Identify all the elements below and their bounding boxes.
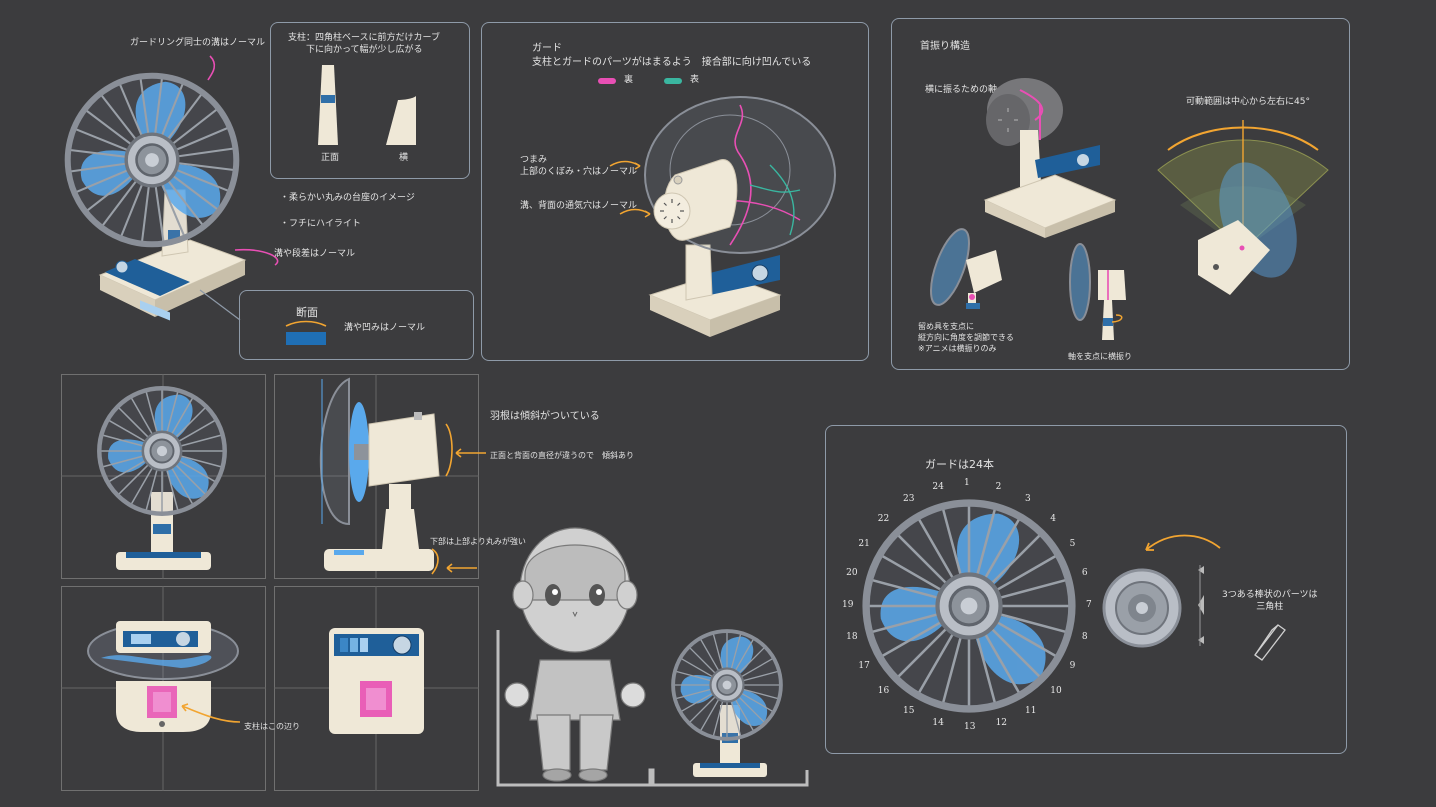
guard-number: 19 [842,600,854,610]
fan-back-illustration [644,96,836,337]
note-axis-swing: 軸を支点に横振り [1068,352,1132,361]
triangular-prism-icon [1254,624,1286,661]
tilt-fan-illustration [930,228,1002,309]
guard-number: 8 [1081,631,1088,642]
note-edge-highlight: ・フチにハイライト [280,219,361,229]
guard-number: 12 [995,717,1008,728]
guard-number: 22 [877,513,890,524]
guard-count-box [825,425,1347,754]
note-pillar-title: 支柱：四角柱ベースに前方だけカーブ 下に向かって幅が少し広がる [288,33,441,56]
note-groove-step: 溝や段差はノーマル [274,249,356,259]
legend-front: 表 [690,75,700,85]
tilt-arrow [455,448,486,458]
knob-arrow [609,160,641,170]
guard-number: 15 [903,705,915,716]
note-triangle-parts: 3つある棒状のパーツは 三角柱 [1222,590,1318,613]
label-front: 正面 [321,153,340,163]
guard-number: 14 [932,717,944,728]
note-tilt: 留め具を支点に 縦方向に角度を調節できる ※アニメは横振りのみ [918,322,1014,353]
guard-number: 18 [846,631,858,642]
swing-note-box [891,18,1350,370]
legend-back: 裏 [624,75,634,85]
section-leader-line [199,289,241,321]
round-arrow [446,563,477,573]
guard-number: 2 [995,482,1002,493]
vent-arrow [619,208,651,218]
note-blade-tilt: 羽根は傾斜がついている [490,411,600,422]
fan-3d-illustration [60,55,279,321]
guard-number: 6 [1081,568,1088,579]
guard-number: 3 [1025,494,1031,505]
note-knob: つまみ 上部のくぼみ・穴はノーマル [520,155,638,178]
pillar-diagram [318,65,416,145]
guard-number: 20 [846,568,858,579]
guard-number: 9 [1069,661,1076,671]
guard-number: 13 [964,722,976,732]
guard-number: 24 [932,482,944,493]
pillar-arrow [181,703,241,723]
label-side: 横 [399,153,409,163]
guard-note-box [481,22,869,361]
swing-fan-illustration [983,78,1117,238]
label-section: 断面 [296,306,318,319]
note-swing-title: 首振り構造 [920,41,970,52]
note-tilt-diff: 正面と背面の直径が違うので 傾斜あり [490,451,634,460]
note-swing-range: 可動範囲は中心から左右に45° [1186,97,1310,107]
note-guard-title: ガード 支柱とガードのパーツがはまるよう 接合部に向け凹んでいる [532,43,812,68]
front-view-fan [61,374,266,570]
section-diagram [285,320,327,345]
note-section-groove: 溝や凹みはノーマル [344,323,426,333]
swing-range-diagram [1157,120,1329,295]
note-soft-base: ・柔らかい丸みの台座のイメージ [280,193,415,203]
back-view-fan [329,628,424,734]
guard-number: 21 [858,539,870,549]
axis-fan-illustration [1069,243,1126,340]
guard-number: 10 [1050,686,1062,697]
side-view-fan [319,377,453,575]
guard-number: 11 [1025,705,1037,716]
note-guard-ring-groove: ガードリング同士の溝はノーマル [130,38,266,48]
guard-number: 7 [1086,600,1092,610]
guard-number: 1 [964,478,970,488]
guard-number: 5 [1069,539,1076,549]
note-pillar-here: 支柱はこの辺り [244,722,300,731]
guard-number: 23 [903,494,915,505]
scale-comparison [496,527,809,787]
note-lower-round: 下部は上部より丸みが強い [430,537,526,546]
guard-number: 4 [1050,513,1056,524]
section-note-box [239,290,474,360]
note-guard-count: ガードは24本 [925,458,994,471]
guard-number: 16 [877,686,890,697]
hub-detail [1102,534,1221,648]
legend-swatches [598,78,682,84]
guard-number: 17 [858,661,870,671]
pillar-note-box [270,22,470,179]
top-view-fan [87,621,239,732]
note-vent: 溝、背面の通気穴はノーマル [520,201,638,211]
note-swing-axis: 横に振るための軸 [925,85,998,95]
